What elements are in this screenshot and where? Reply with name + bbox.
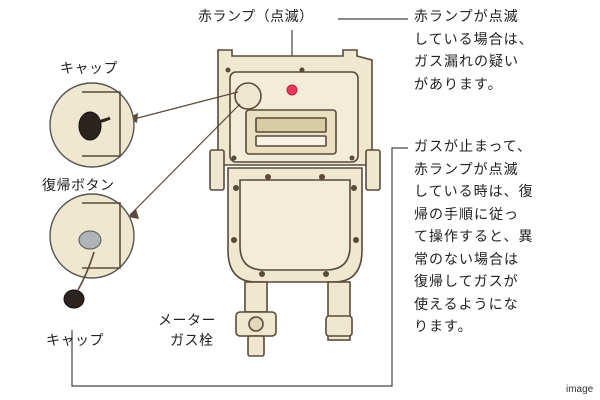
reset-button-inset [49, 193, 135, 291]
cap-inset-top [49, 82, 135, 168]
red-lamp-label: 赤ランプ（点滅） [198, 9, 314, 25]
meter-valve-label-line2: ガス栓 [170, 333, 214, 349]
reset-button-on-meter [234, 82, 262, 110]
image-watermark: image [566, 384, 594, 395]
reset-instruction-note: ガスが止まって、 赤ランプが点滅 している時は、復 帰の手順に従っ て操作すると… [414, 139, 534, 335]
reset-note-leader [71, 147, 408, 387]
cap-label-bottom: キャップ [46, 333, 104, 349]
meter-screws [225, 67, 359, 277]
reset-button-gray [78, 230, 102, 250]
cap-knob-top [78, 111, 102, 141]
cap-knob-bottom [63, 289, 85, 309]
meter-valve-label-line1: メーター [158, 313, 216, 329]
callout-lines [128, 91, 241, 219]
gas-meter-body [209, 49, 381, 357]
red-lamp [286, 84, 298, 96]
leak-warning-note: 赤ランプが点滅 している場合は、 ガス漏れの疑い があります。 [414, 9, 534, 93]
cap-label-top: キャップ [60, 61, 118, 77]
reset-button-label: 復帰ボタン [42, 178, 115, 194]
